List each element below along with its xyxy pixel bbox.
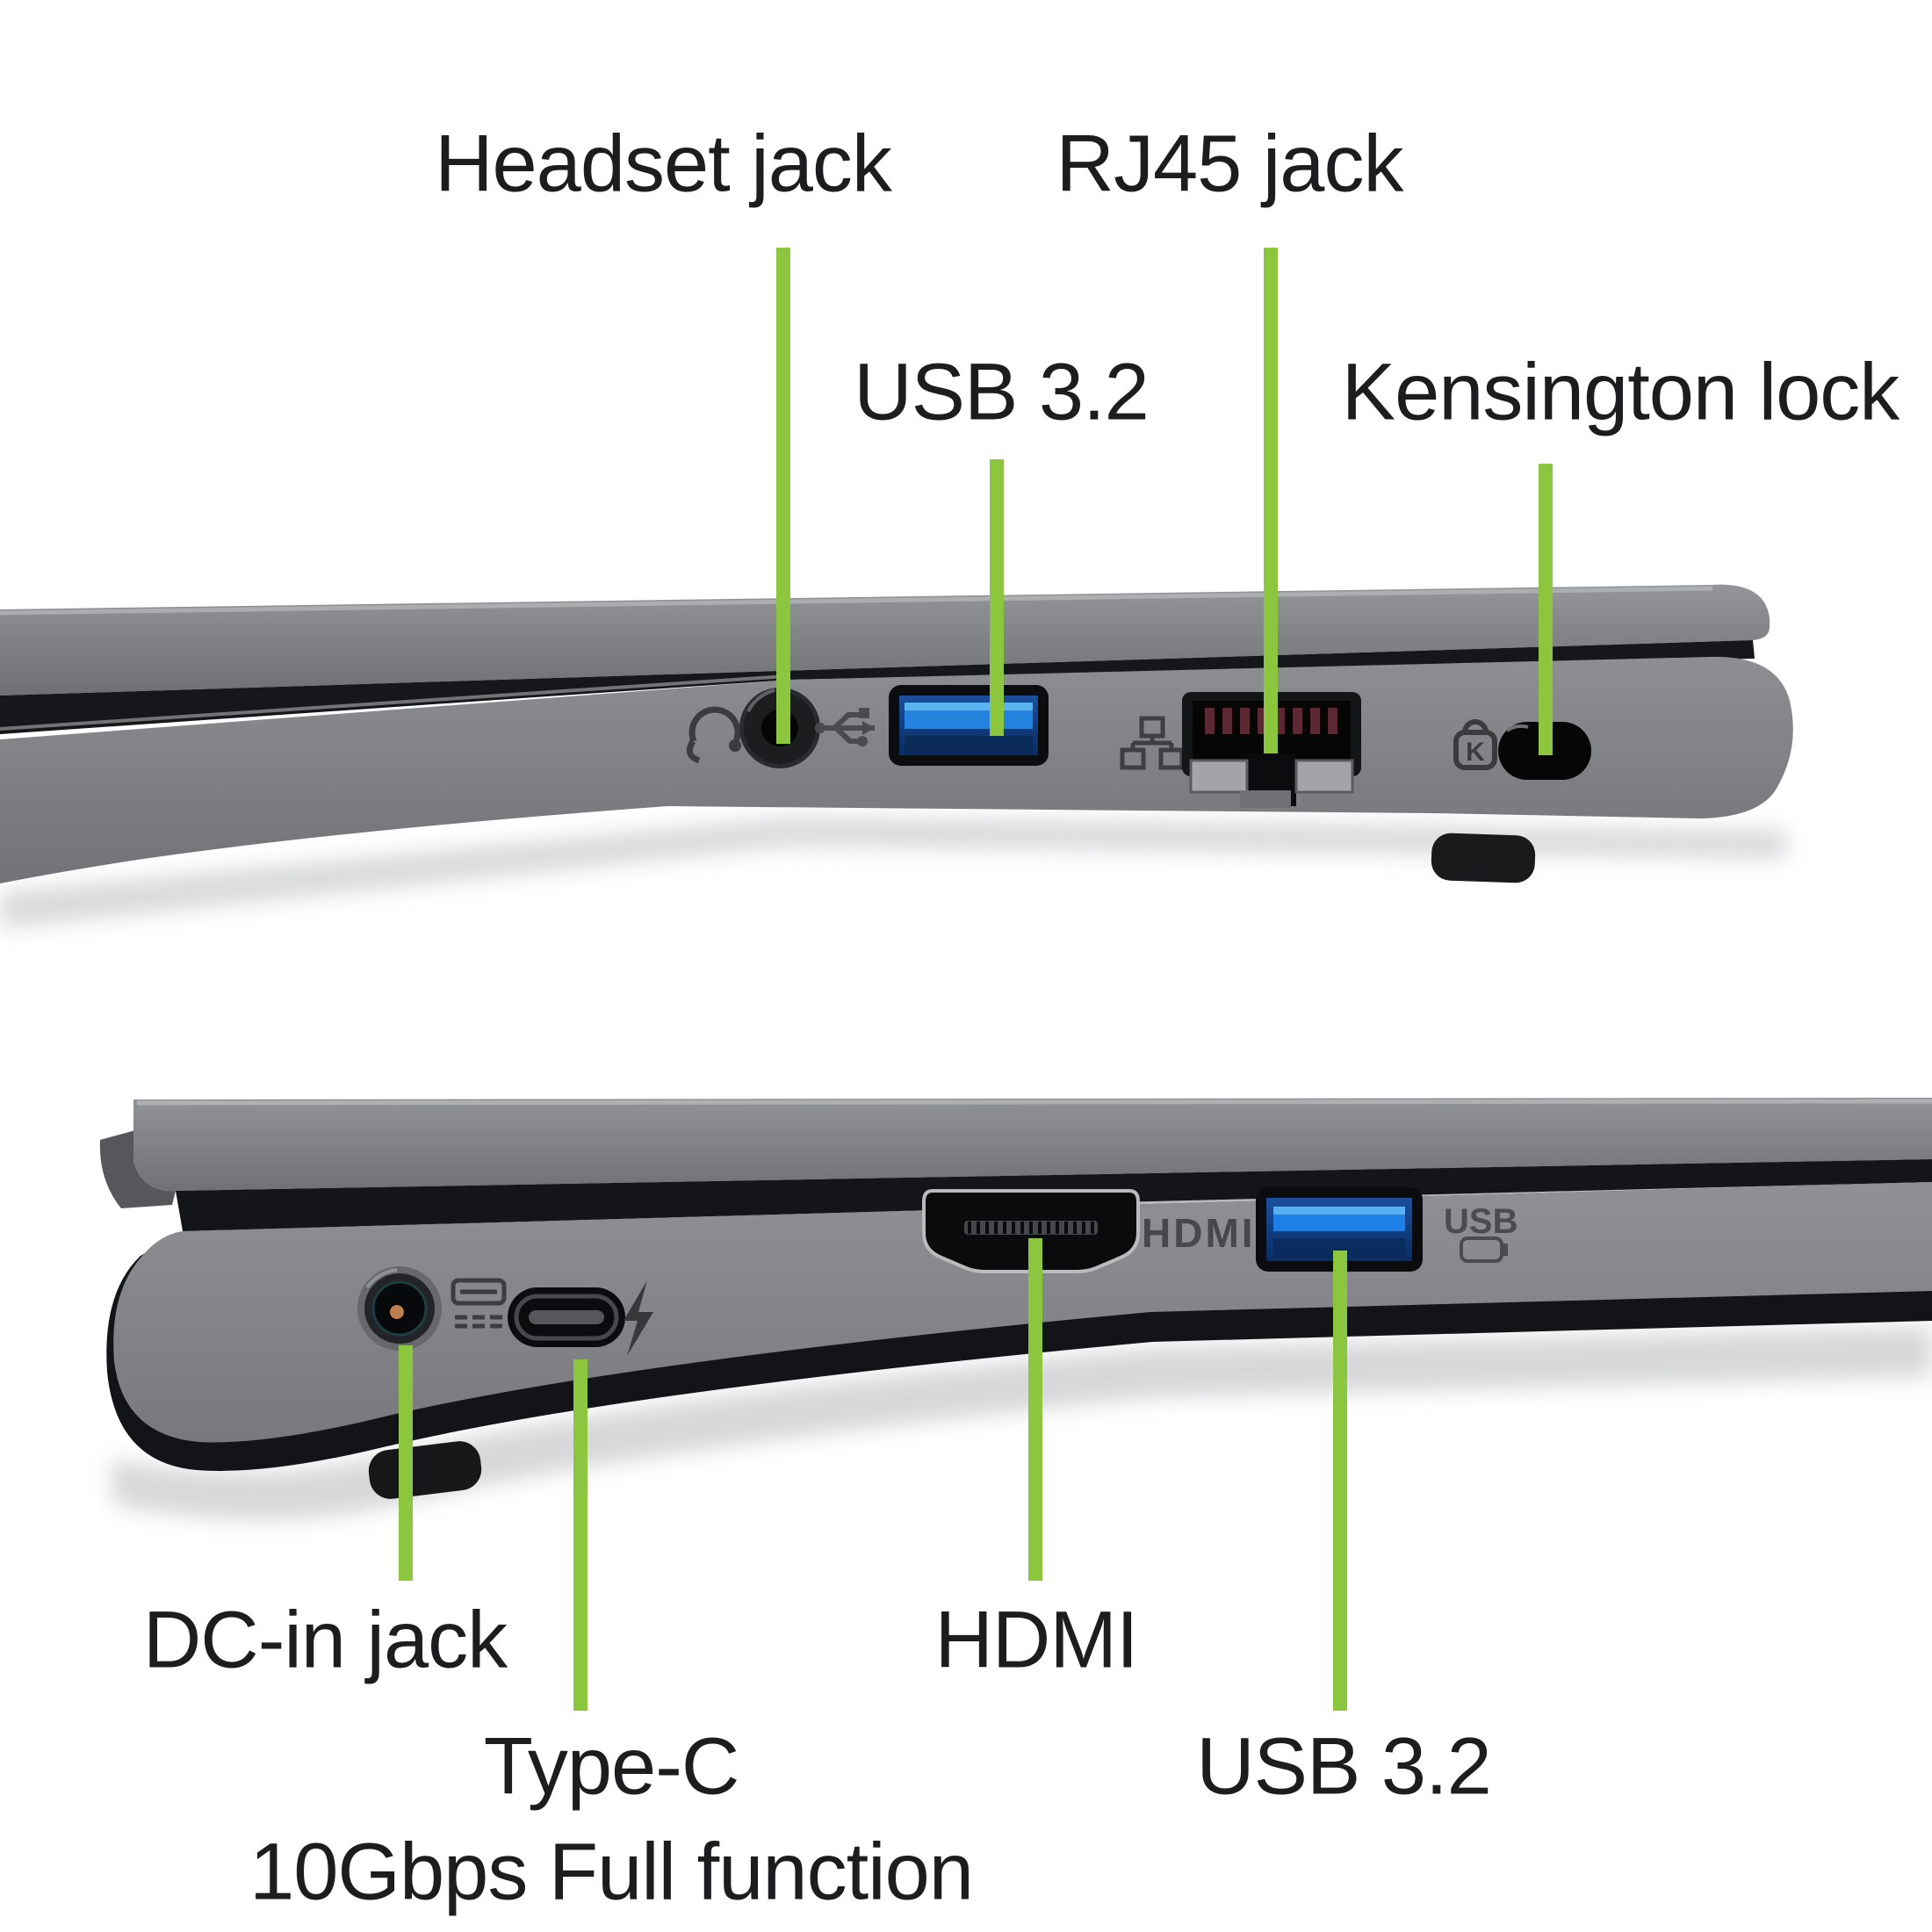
usb-c-port: [508, 1287, 625, 1347]
lid-edge: [133, 1098, 1932, 1192]
laptop-left-side-view: HDMI USB: [99, 1098, 1932, 1520]
thunderbolt-icon: [624, 1280, 653, 1356]
label-type-c-sub: 10Gbps Full function: [249, 1827, 974, 1917]
rubber-foot: [368, 1441, 482, 1499]
hdmi-marking: HDMI: [1142, 1210, 1256, 1256]
callout-line-dc-in: [399, 1345, 413, 1581]
hinge-seam: [0, 640, 1755, 734]
dc-power-icon: [451, 1278, 507, 1329]
label-rj45-jack: RJ45 jack: [1056, 119, 1404, 209]
usb-marking: USB: [1444, 1202, 1517, 1263]
rj45-port: [1182, 692, 1361, 808]
headset-icon: [686, 706, 741, 764]
laptop-right-side-view: K: [0, 584, 1793, 929]
label-hdmi: HDMI: [934, 1595, 1138, 1685]
label-type-c: Type-C: [483, 1721, 740, 1812]
label-dc-in-jack: DC-in jack: [142, 1595, 508, 1685]
callout-line-type-c: [573, 1359, 588, 1711]
usb-icon: [815, 708, 875, 746]
svg-text:USB: USB: [1444, 1202, 1517, 1241]
hdmi-port: [922, 1189, 1140, 1273]
reflection-shadow: [110, 1326, 1932, 1520]
callout-line-hdmi: [1028, 1238, 1042, 1581]
callout-line-usb32-top: [990, 459, 1004, 736]
callout-line-rj45-jack: [1264, 248, 1278, 753]
usb-a-port-bottom: [1256, 1187, 1423, 1272]
callout-line-headset-jack: [776, 248, 790, 744]
usb-a-port-top: [889, 685, 1049, 766]
kensington-letter: K: [1466, 738, 1485, 767]
hinge-notch: [99, 1129, 176, 1208]
lid-highlight: [136, 1099, 1932, 1106]
rubber-foot: [1431, 833, 1536, 883]
label-kensington-lock: Kensington lock: [1341, 347, 1900, 437]
label-usb32-bottom: USB 3.2: [1196, 1721, 1492, 1812]
lid-highlight: [0, 586, 1713, 616]
seam-sliver: [0, 674, 787, 731]
label-usb32-top: USB 3.2: [854, 347, 1150, 437]
callout-line-usb32-bottom: [1333, 1251, 1347, 1711]
lid-edge: [0, 584, 1770, 696]
callout-line-kensington: [1539, 464, 1553, 755]
dc-in-port: [357, 1266, 442, 1351]
reflection-shadow: [0, 817, 1787, 929]
label-headset-jack: Headset jack: [435, 119, 892, 209]
base-edge: [113, 1182, 1932, 1443]
kensington-lock-icon: K: [1453, 719, 1497, 770]
